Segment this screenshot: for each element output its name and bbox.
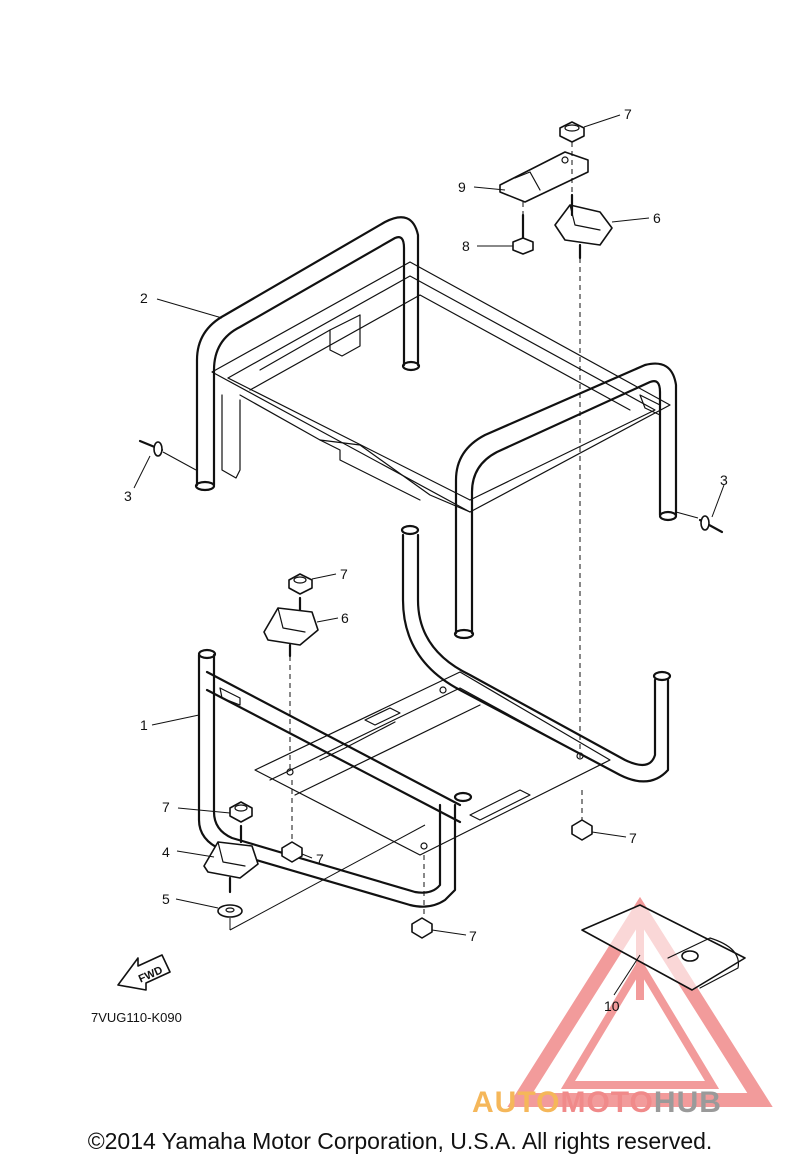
- callout-1: 1: [140, 717, 148, 733]
- mount-6-middle: [263, 596, 319, 658]
- callout-5: 5: [162, 891, 170, 907]
- nut-7-left: [229, 801, 253, 823]
- callout-7: 7: [629, 830, 637, 846]
- callout-6: 6: [341, 610, 349, 626]
- washer-5: [217, 904, 243, 918]
- callout-8: 8: [462, 238, 470, 254]
- callout-6: 6: [653, 210, 661, 226]
- callout-2: 2: [140, 290, 148, 306]
- upper-frame: [194, 216, 678, 640]
- nut-7-bottom: [411, 917, 433, 939]
- nut-7-top: [559, 121, 585, 143]
- callout-3: 3: [720, 472, 728, 488]
- guide-line: [229, 824, 426, 931]
- bolt-8: [512, 213, 534, 255]
- callout-7: 7: [469, 928, 477, 944]
- nut-7-center: [281, 841, 303, 863]
- callout-7: 7: [624, 106, 632, 122]
- label-plate-10: [581, 904, 746, 991]
- bracket-9: [499, 151, 589, 203]
- callout-9: 9: [458, 179, 466, 195]
- lower-frame: [197, 524, 672, 908]
- callout-7: 7: [162, 799, 170, 815]
- mount-6-top: [554, 193, 613, 260]
- callout-10: 10: [604, 998, 620, 1014]
- diagram-code: 7VUG110-K090: [91, 1010, 182, 1025]
- watermark-text: AUTOMOTOHUB: [472, 1086, 722, 1119]
- callout-7: 7: [340, 566, 348, 582]
- nut-7-right: [571, 819, 593, 841]
- mount-4: [203, 824, 259, 894]
- copyright-notice: ©2014 Yamaha Motor Corporation, U.S.A. A…: [87, 1128, 713, 1154]
- pin-3-right: [698, 515, 724, 534]
- callout-labels: 7 9 6 8 2 3 3 7 6 1 7 4 7 5 7 7 10: [124, 106, 728, 1014]
- callout-4: 4: [162, 844, 170, 860]
- forward-arrow-icon: FWD: [117, 954, 171, 991]
- callout-3: 3: [124, 488, 132, 504]
- leader-lines: [133, 114, 725, 996]
- pin-3-left: [138, 439, 164, 457]
- callout-7: 7: [316, 851, 324, 867]
- nut-7-middle: [288, 573, 313, 595]
